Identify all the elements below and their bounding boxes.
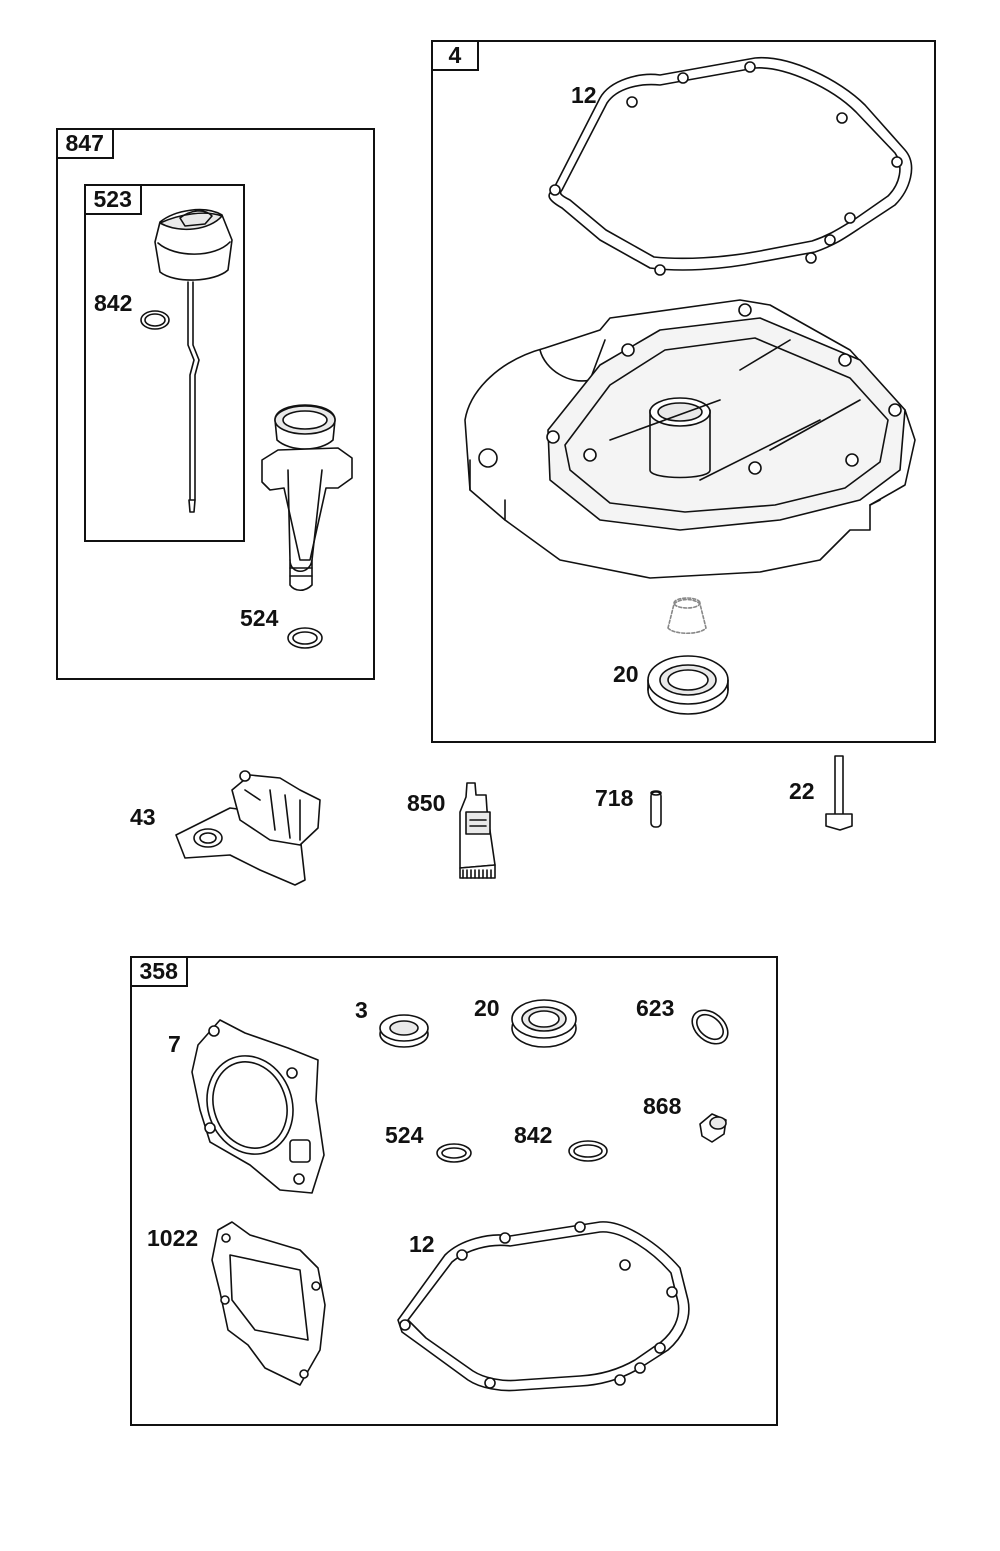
plug-dashed-part [668,598,706,633]
callout-842-top: 842 [94,290,133,316]
seal-3-part [380,1015,428,1047]
callout-7: 7 [168,1031,181,1057]
dowel-pin-part [651,791,661,827]
callout-623: 623 [636,995,675,1021]
o-ring-524-top [288,628,322,648]
sealant-tube-part [460,783,495,878]
callout-718: 718 [595,785,634,811]
callout-22: 22 [789,778,815,804]
governor-part [176,771,320,885]
kit-358-box: 358 [129,955,778,1426]
o-ring-842-top [141,311,169,329]
kit-358-ref: 358 [129,955,188,987]
dipstick-tube-part [262,405,352,590]
kit-847-box: 847 [55,127,375,680]
callout-3: 3 [355,997,368,1023]
kit-4-box: 4 [430,39,936,743]
o-ring-842-kit [569,1141,607,1161]
oil-seal-20-kit [512,1000,576,1047]
callout-524-top: 524 [240,605,279,631]
callout-850: 850 [407,790,446,816]
bolt-part [826,756,852,830]
o-ring-623-part [686,1003,735,1050]
callout-20-top: 20 [613,661,639,687]
o-ring-524-kit [437,1144,471,1162]
gasket-12-kit [398,1222,689,1391]
callout-868: 868 [643,1093,682,1119]
dipstick-part [155,210,232,512]
oil-seal-20-top [648,656,728,714]
callout-43: 43 [130,804,156,830]
head-gasket-7-part [192,1020,324,1193]
callout-12-top: 12 [571,82,597,108]
callout-842-kit: 842 [514,1122,553,1148]
callout-524-kit: 524 [385,1122,424,1148]
kit-523-box: 523 [83,183,245,542]
callout-20-kit: 20 [474,995,500,1021]
kit-847-ref: 847 [55,127,114,159]
gasket-1022-part [212,1222,325,1385]
kit-523-ref: 523 [83,183,142,215]
callout-1022: 1022 [147,1225,199,1251]
sump-cover-part [465,300,915,578]
gasket-12-top [549,58,911,275]
plug-868-part [700,1114,726,1142]
kit-4-ref: 4 [430,39,480,71]
callout-12-kit: 12 [409,1231,435,1257]
